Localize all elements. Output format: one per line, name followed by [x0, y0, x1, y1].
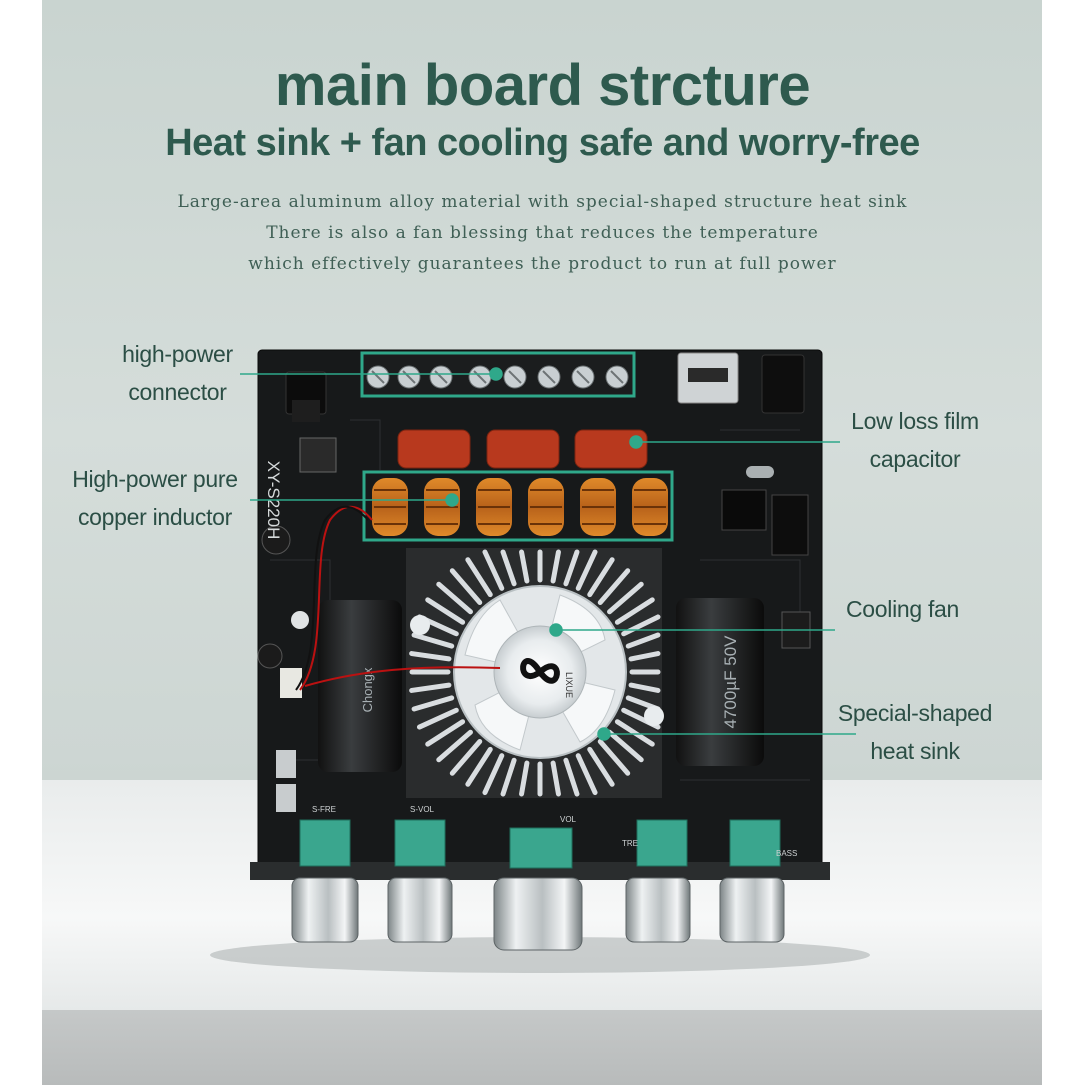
- heatsink-fins: [409, 549, 661, 797]
- heatsink-fin: [500, 549, 517, 587]
- usb-port-slot: [688, 368, 728, 382]
- heatsink-fin: [409, 682, 452, 693]
- description-line-2: There is also a fan blessing that reduce…: [266, 223, 819, 243]
- heatsink-post-left: [410, 615, 430, 635]
- page-subtitle: Heat sink + fan cooling safe and worry-f…: [165, 122, 920, 164]
- callout-connector-line2: connector: [128, 379, 227, 405]
- heatsink-fin: [607, 581, 644, 615]
- heatsink-fin: [550, 549, 561, 584]
- callout-fan-line1: Cooling fan: [845, 596, 960, 622]
- heatsink-fin: [449, 739, 483, 776]
- callout-inductor-line1: High-power pure: [72, 466, 238, 492]
- heatsink-fin: [614, 597, 655, 625]
- heatsink-fin: [436, 581, 473, 615]
- heatsink-fin: [575, 549, 598, 591]
- heatsink-fin: [607, 729, 644, 763]
- heatsink-fin: [411, 695, 455, 712]
- screw-slots: [371, 370, 624, 384]
- control-knobs: [291, 877, 785, 951]
- heatsink-fin: [621, 614, 661, 637]
- board-shadow: [210, 937, 870, 973]
- knob-labels: S-FRE S-VOL VOL TRE BASS: [312, 805, 797, 858]
- knob-label-vol: VOL: [560, 815, 577, 824]
- knob-label-svol: S-VOL: [410, 805, 435, 814]
- knob-label-tre: TRE: [622, 839, 638, 848]
- capacitor-value-label: 4700µF 50V: [721, 635, 740, 729]
- callout-fan: Cooling fan: [830, 590, 975, 628]
- wire-connector: [280, 668, 302, 698]
- heatsink-fin: [563, 549, 580, 587]
- small-component-1: [291, 611, 309, 629]
- heatsink-fin: [625, 632, 661, 649]
- callout-capacitor-line1: Low loss film: [851, 408, 979, 434]
- heatsink-post-right: [644, 706, 664, 726]
- bridge-rectifier: [299, 437, 337, 473]
- fan-wire-red-2: [304, 666, 501, 687]
- heatsink-fin: [449, 568, 483, 605]
- film-capacitor-3: [574, 429, 648, 469]
- potentiometers: [299, 819, 781, 869]
- heatsink-fin: [425, 719, 466, 747]
- heatsink-fin: [416, 707, 459, 730]
- callout-pointers: [240, 367, 856, 741]
- electrolytic-capacitor-left: [318, 600, 402, 772]
- fan-wire-red: [299, 505, 373, 691]
- callout-connector: high-power connector: [100, 335, 255, 411]
- heatsink-fin: [425, 597, 466, 625]
- heatsink-fin: [411, 632, 455, 649]
- description-line-1: Large-area aluminum alloy material with …: [177, 192, 908, 212]
- heatsink-fin: [482, 753, 505, 796]
- heatsink-fin: [482, 549, 505, 591]
- callout-heatsink-line1: Special-shaped: [837, 700, 993, 726]
- capacitor-brand-label: Chongx: [360, 667, 375, 712]
- electrolytic-capacitor-right: [676, 598, 764, 766]
- display-surface-edge: [42, 1010, 1042, 1085]
- heatsink-fin: [500, 757, 517, 797]
- bluetooth-module: [771, 494, 809, 556]
- inductor-windings: [374, 489, 666, 525]
- heatsink-fin: [597, 739, 631, 776]
- dc-jack-base: [292, 400, 320, 422]
- callout-heatsink-line2: heat sink: [870, 738, 960, 764]
- heatsink-fin: [436, 729, 473, 763]
- description-line-3: which effectively guarantees the product…: [248, 254, 837, 274]
- callout-connector-line1: high-power: [122, 341, 233, 367]
- film-capacitor-1: [397, 429, 471, 469]
- ic-chip: [721, 489, 767, 531]
- fan-logo-icon: [520, 658, 560, 684]
- callout-capacitor: Low loss film capacitor: [835, 402, 995, 478]
- heatsink-fin: [575, 753, 598, 796]
- callout-inductor: High-power pure copper inductor: [55, 460, 255, 536]
- heatsink-fin: [587, 746, 615, 787]
- page-title: main board strcture: [274, 53, 811, 118]
- crystal: [746, 466, 774, 478]
- smd-cap-1: [276, 750, 296, 778]
- inductor-highlight-box: [362, 470, 674, 542]
- callout-heatsink: Special-shaped heat sink: [825, 694, 1005, 770]
- heatsink-fin: [550, 760, 561, 797]
- knob-label-sfre: S-FRE: [312, 805, 336, 814]
- heatsink-fin: [628, 682, 661, 693]
- heatsink-fin: [628, 651, 661, 662]
- small-capacitor-2: [257, 643, 283, 669]
- heatsink-fin: [519, 549, 530, 584]
- fan-wire-black: [295, 505, 369, 691]
- heatsink-fin: [519, 760, 530, 797]
- heatsink-fin: [614, 719, 655, 747]
- small-capacitor-1: [261, 525, 291, 555]
- heatsink-fin: [597, 568, 631, 605]
- callout-capacitor-line2: capacitor: [869, 446, 961, 472]
- heatsink-fin: [587, 557, 615, 598]
- audio-jack: [761, 354, 805, 414]
- heatsink-fin: [409, 651, 452, 662]
- knob-label-bass: BASS: [776, 849, 797, 858]
- heatsink-fin: [465, 557, 493, 598]
- heatsink-fin: [465, 746, 493, 787]
- callout-inductor-line2: copper inductor: [77, 504, 233, 530]
- smd-cap-2: [276, 784, 296, 812]
- fan-brand: LIXUE: [564, 672, 574, 698]
- film-capacitor-2: [486, 429, 560, 469]
- heatsink-fin: [563, 757, 580, 797]
